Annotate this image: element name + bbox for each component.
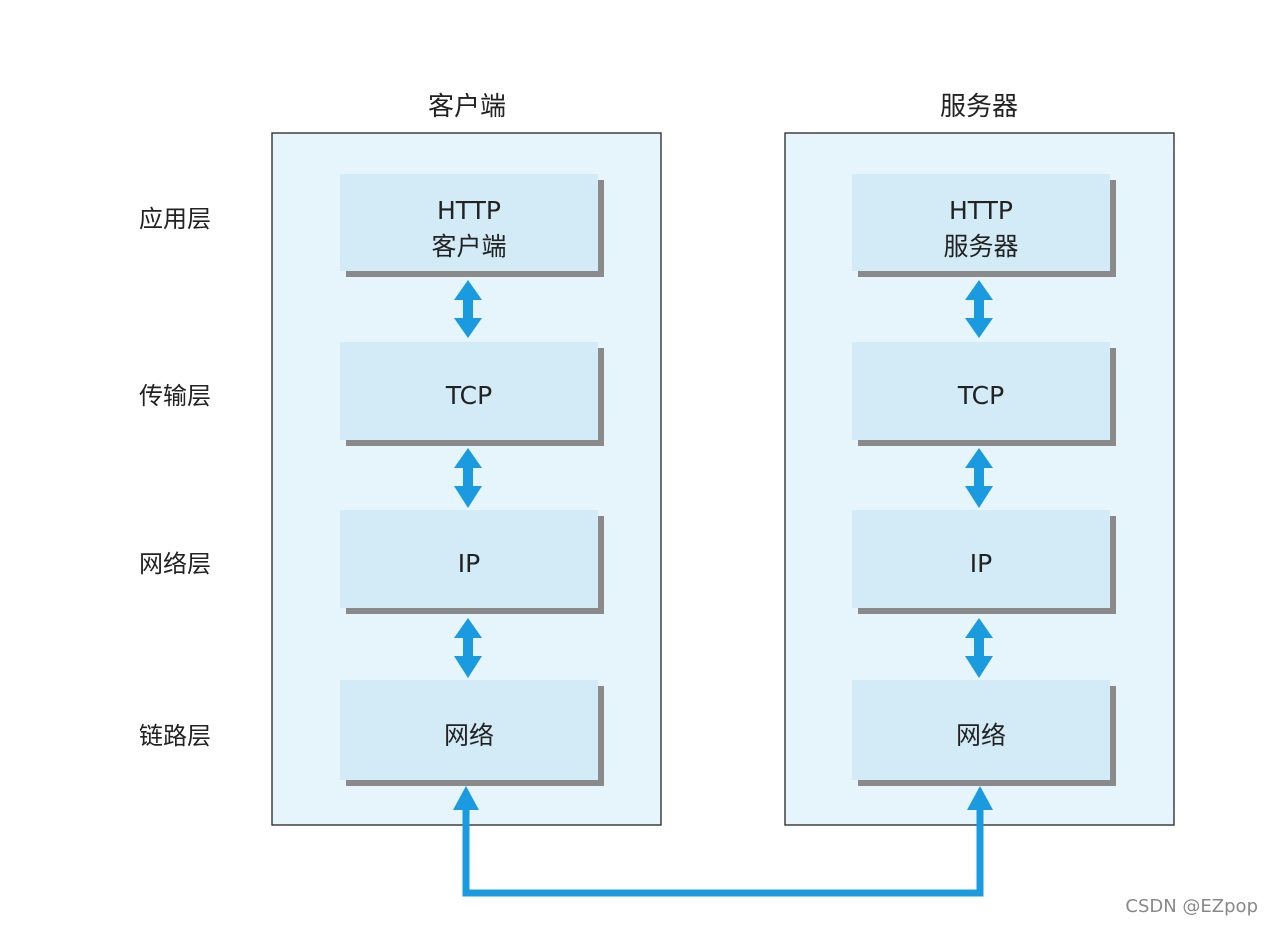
client-box-tcp-label: TCP	[445, 381, 492, 410]
server-box-http-line-1: HTTP	[949, 196, 1013, 225]
client-box-ip-label: IP	[458, 549, 480, 578]
physical-link-connector	[453, 786, 993, 897]
client-double-arrow-transport-network	[454, 448, 482, 508]
client-box-network-label: 网络	[444, 721, 494, 750]
layer-label-network: 网络层	[139, 550, 211, 578]
server-box-ip: IP	[852, 510, 1116, 614]
client-column-title: 客户端	[428, 92, 506, 122]
layer-label-link: 链路层	[139, 722, 211, 750]
server-double-arrow-transport-network	[965, 448, 993, 508]
client-box-http: HTTP 客户端	[340, 174, 604, 277]
client-double-arrow-app-transport	[454, 280, 482, 338]
client-box-http-line-2: 客户端	[431, 232, 506, 261]
server-box-http: HTTP 服务器	[852, 174, 1116, 277]
client-double-arrow-network-link	[454, 618, 482, 678]
watermark: CSDN @EZpop	[1125, 896, 1258, 917]
server-link-arrowhead	[967, 786, 993, 810]
server-double-arrow-app-transport	[965, 280, 993, 338]
server-box-network: 网络	[852, 680, 1116, 786]
server-box-network-label: 网络	[956, 721, 1006, 750]
client-box-tcp: TCP	[340, 342, 604, 446]
layer-label-transport: 传输层	[139, 382, 211, 410]
client-link-arrowhead	[453, 786, 479, 810]
client-box-ip: IP	[340, 510, 604, 614]
client-box-network: 网络	[340, 680, 604, 786]
client-box-http-line-1: HTTP	[437, 196, 501, 225]
server-box-ip-label: IP	[970, 549, 992, 578]
server-double-arrow-network-link	[965, 618, 993, 678]
layer-label-application: 应用层	[139, 205, 211, 233]
server-box-tcp-label: TCP	[957, 381, 1004, 410]
server-column-title: 服务器	[940, 92, 1018, 122]
server-box-tcp: TCP	[852, 342, 1116, 446]
server-box-http-line-2: 服务器	[943, 232, 1018, 261]
